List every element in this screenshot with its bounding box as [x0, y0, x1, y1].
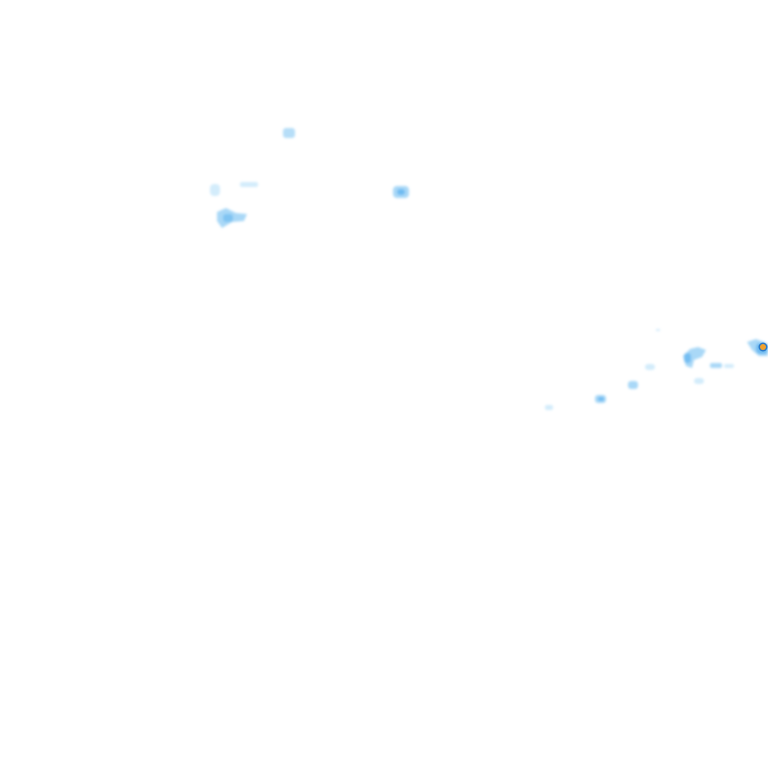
radar-echo — [397, 189, 405, 195]
radar-echo — [684, 353, 691, 363]
radar-echo — [710, 363, 722, 368]
radar-echo — [656, 329, 660, 331]
radar-echo — [223, 214, 233, 222]
radar-echo — [210, 184, 220, 196]
radar-echo — [598, 397, 604, 401]
radar-echo-cluster-east — [545, 329, 768, 410]
radar-echo — [628, 381, 638, 389]
radar-echo — [645, 364, 655, 370]
radar-echo — [694, 378, 704, 384]
radar-echo — [545, 405, 553, 410]
radar-echo — [724, 364, 734, 368]
radar-intense-cell — [758, 342, 768, 352]
radar-echo-cluster-northwest — [210, 128, 409, 228]
radar-echo — [240, 182, 258, 187]
radar-echo — [283, 128, 295, 138]
radar-echo-intense-core — [760, 344, 766, 350]
